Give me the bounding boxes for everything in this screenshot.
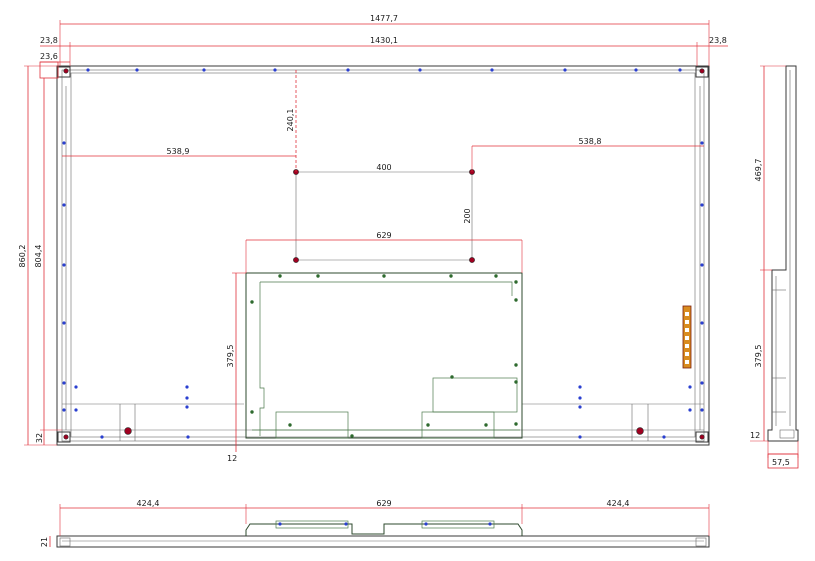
dim-bezel-right: 23,8: [709, 36, 727, 45]
dim-side-panel-height: 379,5: [754, 345, 763, 368]
dim-bottom-gap: 12: [227, 454, 237, 463]
dim-inner-height: 804,4: [34, 245, 43, 268]
dim-bottom-left: 424,4: [137, 499, 160, 508]
dim-bezel-left-small: 23,6: [40, 52, 58, 61]
dim-inner-width: 1430,1: [370, 36, 398, 45]
dim-side-upper: 469,7: [754, 159, 763, 182]
dim-bottom-thickness: 21: [40, 537, 49, 547]
back-cover-panel: [245, 272, 523, 439]
lower-screw-holes: [74, 385, 692, 439]
connector-strip: [682, 305, 692, 369]
side-dimensions: 469,7 379,5 12 57,5: [750, 65, 799, 469]
dim-mount-left-offset: 538,9: [167, 147, 190, 156]
bottom-dimensions: 424,4 629 424,4 21: [40, 499, 710, 547]
rear-dimensions: 1477,7 1430,1 23,8 23,8 23,6 538,9 240,1…: [18, 14, 728, 463]
rear-view: [56, 65, 710, 446]
side-screw-holes: [62, 141, 704, 412]
side-view: [767, 65, 799, 442]
bottom-view: [56, 520, 710, 548]
dim-vesa-horizontal: 400: [376, 163, 391, 172]
top-screw-holes: [86, 68, 682, 72]
rear-inner-frame: [61, 69, 705, 442]
dim-side-bottom-gap: 12: [750, 431, 760, 440]
dim-panel-width: 629: [376, 231, 391, 240]
dim-vesa-vertical: 200: [463, 208, 472, 223]
dim-mount-right-offset: 538,8: [579, 137, 602, 146]
dim-side-depth: 57,5: [772, 458, 790, 467]
corner-bracket-bl: [57, 431, 71, 443]
dim-bottom-bezel: 32: [35, 433, 44, 443]
dim-overall-height: 860,2: [18, 245, 27, 268]
foot-hole-left: [124, 427, 132, 435]
vesa-mount-points: [293, 169, 475, 263]
rear-outer-frame: [56, 65, 710, 446]
foot-hole-right: [636, 427, 644, 435]
dim-mount-top-offset: 240,1: [286, 109, 295, 132]
dim-bottom-panel-width: 629: [376, 499, 391, 508]
corner-bracket-tr: [695, 66, 709, 78]
dim-panel-height-front: 379,5: [226, 345, 235, 368]
dim-bottom-right: 424,4: [607, 499, 630, 508]
corner-bracket-br: [695, 431, 709, 443]
dim-overall-width: 1477,7: [370, 14, 398, 23]
dim-bezel-left: 23,8: [40, 36, 58, 45]
